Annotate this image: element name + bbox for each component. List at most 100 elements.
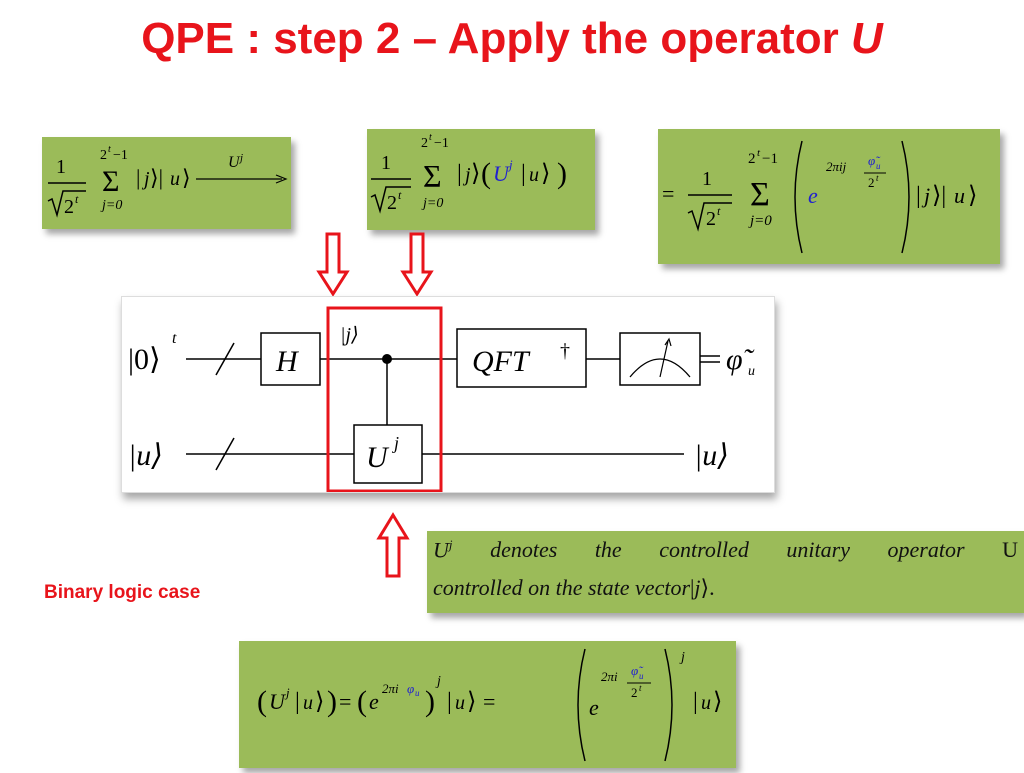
paren-open-2: ( (357, 685, 367, 718)
sqrt-arg: 2 (387, 192, 397, 214)
ket-j: j (921, 183, 930, 208)
arrow-right-icon (275, 174, 288, 184)
equals-2: = (483, 689, 495, 714)
ket-j-label: |j⟩ (340, 324, 359, 346)
ket-u: u (529, 164, 539, 186)
input-top-exp: t (172, 330, 177, 347)
ket-open-2: | (447, 689, 452, 715)
operator-exp: j (507, 157, 513, 172)
paren-close: ) (557, 157, 567, 190)
input-top: |0⟩ (128, 343, 161, 376)
note-word: controlled (659, 537, 749, 562)
exp-prefix: 2πi (382, 681, 399, 696)
exp-phase-sub: u (876, 161, 881, 171)
exp-den-exp: t (876, 173, 879, 183)
frac-den-exp: t (639, 683, 642, 693)
gate-h-label: H (275, 345, 300, 378)
binary-logic-label: Binary logic case (44, 582, 201, 603)
formula-applied-state: 1 2 t 2 t −1 Σ j=0 | j ⟩ ( U j | u ⟩ ) (370, 132, 567, 214)
ket-close: ⟩ (315, 689, 324, 715)
sigma-icon: Σ (423, 158, 442, 194)
sum-upper-tail: −1 (434, 136, 449, 151)
operator-exp: j (284, 685, 290, 700)
title-operator: U (851, 14, 883, 63)
operator-u: U (269, 689, 287, 714)
sum-upper: 2 (748, 151, 756, 167)
ket-open: | (136, 165, 140, 190)
ket-close-2: ⟩ (541, 161, 550, 187)
sqrt-sign (370, 186, 411, 214)
note-word: denotes (490, 537, 558, 562)
sqrt-exp: t (75, 192, 79, 206)
big-paren-right (901, 140, 910, 254)
ket-j: j (462, 164, 471, 186)
big-paren-left (794, 140, 803, 254)
slash-top-icon (215, 342, 235, 376)
ket-u: u (954, 183, 965, 208)
outer-exp-2: j (679, 650, 685, 665)
input-bottom: |u⟩ (128, 439, 163, 472)
formula-initial-state: 1 2 t 2 t −1 Σ j=0 | j ⟩| u ⟩ U j (47, 144, 288, 218)
gate-qft-exp: † (560, 340, 570, 362)
frac-numerator: 1 (702, 168, 712, 190)
ket-open: | (457, 161, 462, 187)
sum-lower: j=0 (421, 196, 443, 211)
formula-box-applied-state: 1 2 t 2 t −1 Σ j=0 | j ⟩ ( U j | u ⟩ ) (367, 129, 595, 230)
ket-open: | (295, 689, 300, 715)
ket-u: u (303, 692, 313, 714)
paren-close-2: ) (425, 685, 435, 718)
frac-numerator: 1 (381, 152, 391, 174)
sum-upper-exp: t (757, 147, 761, 159)
operator-u: U (493, 161, 511, 186)
formula-box-phase-form: = 1 2 t 2 t −1 Σ j=0 e 2πij φ̃ u 2 t | j… (658, 129, 1000, 264)
gate-u-exp: j (392, 433, 399, 453)
sqrt-exp: t (717, 204, 721, 218)
equals-1: = (339, 689, 351, 714)
ket-u: u (170, 168, 180, 190)
qpe-circuit-diagram: |0⟩ t |u⟩ H |j⟩ U j QFT † φ̃ u |u⟩ (121, 296, 775, 493)
ket-u-3: u (701, 692, 711, 714)
sum-upper: 2 (421, 136, 428, 151)
gate-u-label: U (366, 441, 390, 474)
slide-title: QPE : step 2 – Apply the operator U (0, 14, 1024, 64)
circuit-svg: |0⟩ t |u⟩ H |j⟩ U j QFT † φ̃ u |u⟩ (128, 306, 755, 493)
big-paren-left (577, 648, 586, 762)
sum-lower: j=0 (748, 213, 772, 229)
big-paren-right (664, 648, 673, 762)
ket-u-2: u (455, 692, 465, 714)
ket-close-3: ⟩ (713, 689, 722, 715)
paren-open: ( (257, 685, 267, 718)
exp-phase: φ (407, 681, 414, 696)
sqrt-sign (687, 202, 732, 232)
ket-open-3: | (693, 689, 698, 715)
note-u-exp: j (448, 537, 453, 552)
sum-upper-tail: −1 (113, 148, 128, 163)
sum-upper-tail: −1 (762, 151, 778, 167)
up-arrow-icon (376, 512, 410, 578)
sigma-icon: Σ (750, 176, 770, 213)
arrow-label: U (228, 154, 241, 171)
exp-den: 2 (868, 175, 875, 190)
frac-prefix: 2πi (601, 669, 618, 684)
note-word: the (594, 537, 622, 562)
slash-bottom-icon (215, 437, 235, 471)
down-arrow-right-icon (400, 232, 434, 297)
gate-u (353, 424, 423, 484)
note-word: operator (887, 537, 965, 562)
ket-open-2: | (521, 161, 526, 187)
sqrt-sign (47, 190, 86, 218)
formula-phase-form: = 1 2 t 2 t −1 Σ j=0 e 2πij φ̃ u 2 t | j… (662, 140, 977, 254)
formula-box-eigen: ( U j | u ⟩ ) = ( e 2πi φ u ) j | u ⟩ = … (239, 641, 736, 768)
ket-close: ⟩ (471, 161, 480, 187)
exp-base: e (808, 183, 818, 208)
frac-den: 2 (631, 685, 638, 700)
down-arrow-left-icon (316, 232, 350, 297)
sqrt-exp: t (398, 188, 402, 202)
sum-lower: j=0 (100, 198, 122, 213)
equals-sign: = (662, 181, 674, 206)
frac-numerator: 1 (56, 156, 66, 178)
ket-close-2: ⟩ (182, 165, 191, 190)
note-box: Uj denotes the controlled unitary operat… (427, 531, 1024, 613)
note-word: unitary (786, 537, 850, 562)
ket-close-2: ⟩ (467, 689, 476, 715)
